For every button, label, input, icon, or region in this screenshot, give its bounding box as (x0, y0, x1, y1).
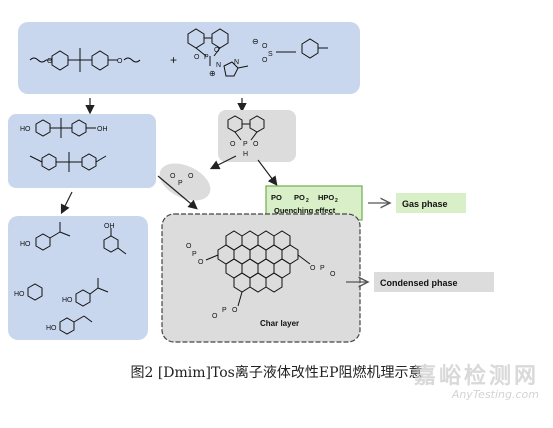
svg-text:O: O (47, 58, 53, 65)
svg-text:HO: HO (46, 325, 57, 332)
arrow-fragment-to-char (157, 175, 198, 210)
svg-text:⊕: ⊕ (209, 69, 216, 78)
svg-text:+: + (170, 53, 177, 67)
gas-species-1: PO (271, 193, 282, 202)
svg-text:O: O (198, 259, 204, 266)
svg-text:P: P (204, 54, 209, 61)
svg-text:⊖: ⊖ (252, 37, 259, 46)
gas-phase-box (396, 193, 466, 213)
svg-text:HO: HO (14, 291, 25, 298)
svg-text:O: O (212, 313, 218, 320)
arrow-dopo-to-fragment (209, 155, 237, 170)
svg-text:P: P (320, 265, 325, 272)
svg-text:P: P (192, 251, 197, 258)
dopo-structure (227, 115, 265, 141)
svg-text:O: O (310, 265, 316, 272)
svg-text:O: O (262, 43, 268, 50)
watermark-cn: 嘉峪检测网 (413, 364, 539, 389)
svg-text:OH: OH (104, 223, 115, 230)
reactants-panel (18, 22, 360, 94)
svg-text:P: P (222, 307, 227, 314)
svg-text:N: N (234, 59, 239, 66)
svg-text:O: O (186, 243, 192, 250)
svg-text:O: O (253, 141, 259, 148)
svg-text:O: O (230, 141, 236, 148)
svg-text:O: O (170, 173, 176, 180)
epoxy-monomer-structure (29, 48, 141, 72)
svg-text:N: N (216, 62, 221, 69)
svg-text:O: O (232, 307, 238, 314)
svg-text:HO: HO (62, 297, 73, 304)
svg-text:O: O (194, 54, 200, 61)
svg-text:O: O (330, 271, 336, 278)
watermark-en: AnyTesting.com (451, 388, 539, 401)
svg-text:H: H (243, 151, 248, 158)
bisphenol-panel (8, 114, 156, 188)
svg-text:P: P (178, 180, 183, 187)
gas-species-2: PO (294, 193, 305, 202)
gas-species-3-sub: 2 (335, 198, 338, 204)
arrow-phenols-down (60, 191, 73, 215)
svg-text:OH: OH (97, 126, 108, 133)
bisphenol-structures (29, 118, 107, 172)
condensed-phase-label: Condensed phase (380, 278, 458, 288)
svg-text:P: P (243, 141, 248, 148)
char-layer-label: Char layer (260, 319, 299, 328)
svg-text:HO: HO (20, 126, 31, 133)
gas-species-3: HPO (318, 193, 334, 202)
phosphate-fragment (159, 163, 211, 201)
svg-text:O: O (214, 47, 220, 54)
svg-text:HO: HO (20, 241, 31, 248)
dopo-panel (218, 110, 296, 162)
char-layer-graphene (205, 230, 311, 307)
figure-caption: 图2 [Dmim]Tos离子液体改性EP阻燃机理示意 (130, 365, 423, 381)
quenching-label: Quenching effect (274, 206, 336, 215)
phenol-products (27, 222, 127, 335)
arrow-dopo-to-gas (257, 159, 278, 186)
svg-text:O: O (117, 58, 123, 65)
dopo-ionic-liquid-structure (187, 28, 328, 77)
gas-species-2-sub: 2 (306, 198, 309, 204)
char-layer-panel (161, 213, 361, 343)
svg-text:O: O (262, 57, 268, 64)
svg-text:S: S (268, 51, 273, 58)
phenol-products-panel (8, 216, 148, 340)
watermark: 嘉峪检测网 AnyTesting.com (414, 358, 539, 401)
gas-phase-label: Gas phase (402, 199, 448, 209)
svg-text:O: O (188, 173, 194, 180)
condensed-phase-box (374, 272, 494, 292)
